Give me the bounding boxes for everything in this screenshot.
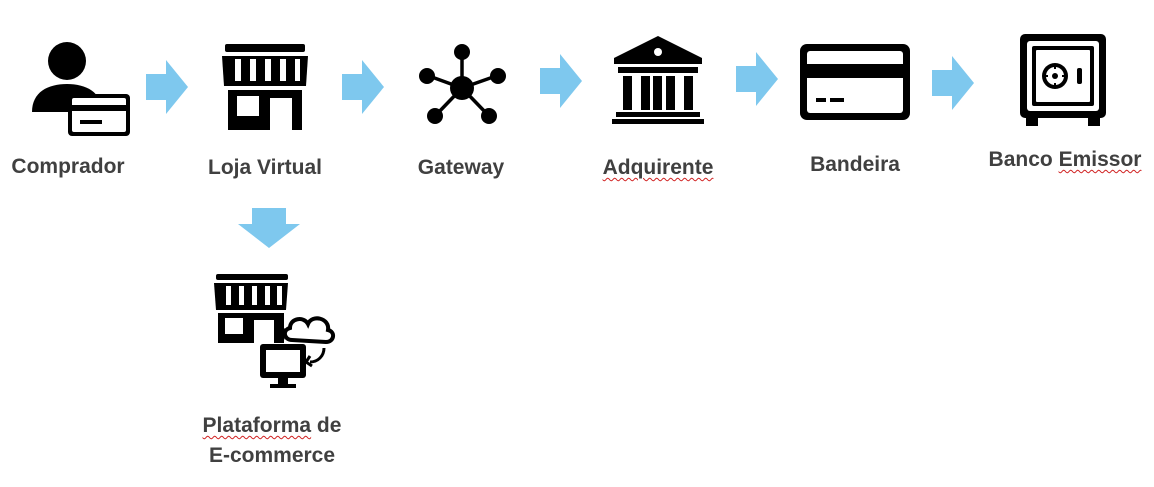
label-plataforma-line1: Plataforma de bbox=[203, 411, 342, 441]
flow-arrow-3 bbox=[540, 54, 582, 108]
flow-arrow-4 bbox=[736, 52, 778, 106]
label-banco-emissor: Banco Emissor bbox=[989, 145, 1142, 175]
label-de-word: de bbox=[311, 414, 342, 437]
label-adquirente: Adquirente bbox=[602, 156, 714, 179]
label-plataforma: Plataforma de E-commerce bbox=[203, 411, 342, 471]
label-loja-virtual: Loja Virtual bbox=[208, 156, 322, 179]
network-hub-icon bbox=[419, 44, 506, 124]
storefront-cloud-computer-icon bbox=[214, 274, 335, 388]
flow-arrow-down bbox=[238, 208, 300, 248]
label-comprador: Comprador bbox=[11, 155, 125, 178]
credit-card-icon bbox=[800, 44, 910, 120]
flow-arrow-2 bbox=[342, 60, 384, 114]
label-plataforma-line2: E-commerce bbox=[208, 444, 336, 467]
storefront-icon bbox=[222, 44, 308, 130]
label-emissor-word: Emissor bbox=[1058, 148, 1142, 171]
person-with-card-icon bbox=[32, 42, 130, 136]
safe-vault-icon bbox=[1020, 34, 1106, 126]
label-gateway: Gateway bbox=[417, 156, 505, 179]
flow-arrow-5 bbox=[932, 56, 974, 110]
label-bandeira: Bandeira bbox=[810, 153, 900, 176]
label-banco-word: Banco bbox=[988, 148, 1059, 171]
label-plataforma-word: Plataforma bbox=[202, 414, 312, 437]
bank-building-icon bbox=[612, 36, 704, 124]
flow-arrow-1 bbox=[146, 60, 188, 114]
